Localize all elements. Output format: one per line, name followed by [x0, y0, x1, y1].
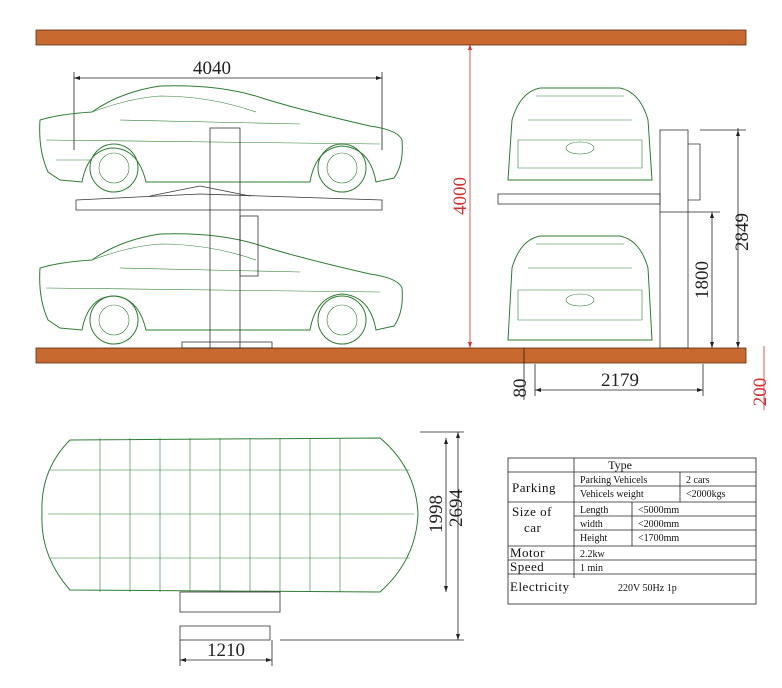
- row-label-electricity: Electricity: [510, 579, 570, 594]
- dim-total-height: 4000: [450, 177, 471, 215]
- row-key-length: Length: [580, 505, 608, 516]
- lower-car-side: [39, 233, 403, 345]
- dim-upper-height: 2849: [732, 213, 753, 251]
- dim-overall-width: 2694: [446, 489, 467, 528]
- front-view: [497, 87, 701, 349]
- row-key-height: Height: [580, 533, 607, 544]
- row-val-weight: <2000kgs: [686, 489, 726, 500]
- ceiling-slab: [35, 29, 747, 46]
- row-label-parking: Parking: [512, 480, 556, 495]
- floor-slab: [35, 347, 747, 364]
- dim-base-width: 1210: [207, 640, 245, 661]
- row-key-electricity: 220V 50Hz 1p: [618, 583, 677, 594]
- row-val-width: <2000mm: [638, 519, 679, 530]
- row-key-motor: 2.2kw: [580, 549, 606, 560]
- dim-lower-height: 1800: [692, 261, 713, 299]
- spec-table: Type Parking Parking Vehicels 2 cars Veh…: [507, 457, 757, 605]
- table-header: Type: [608, 458, 632, 472]
- upper-car-front: [507, 87, 653, 181]
- dim-front-width: 2179: [601, 370, 639, 391]
- row-label-speed: Speed: [510, 559, 544, 574]
- dim-length: 4040: [193, 58, 231, 79]
- row-val-height: <1700mm: [638, 533, 679, 544]
- lower-car-front: [507, 235, 653, 341]
- row-key-width: width: [580, 519, 603, 530]
- dim-slab-thickness: 80: [510, 379, 531, 398]
- row-key-vehicles: Parking Vehicels: [580, 475, 647, 486]
- upper-car-side: [39, 85, 403, 193]
- side-view: 4040: [39, 58, 403, 349]
- row-key-weight: Vehicels weight: [580, 489, 644, 500]
- dim-car-width: 1998: [426, 495, 447, 533]
- row-label-motor: Motor: [510, 545, 545, 560]
- row-label-size: Size of: [512, 504, 552, 519]
- row-label-car: car: [524, 520, 542, 535]
- top-view: [41, 437, 419, 641]
- row-key-speed: 1 min: [580, 563, 603, 574]
- row-val-vehicles: 2 cars: [686, 475, 710, 486]
- dim-pit-depth: 200: [750, 378, 771, 407]
- platform-slats: [99, 438, 341, 592]
- row-val-length: <5000mm: [638, 505, 679, 516]
